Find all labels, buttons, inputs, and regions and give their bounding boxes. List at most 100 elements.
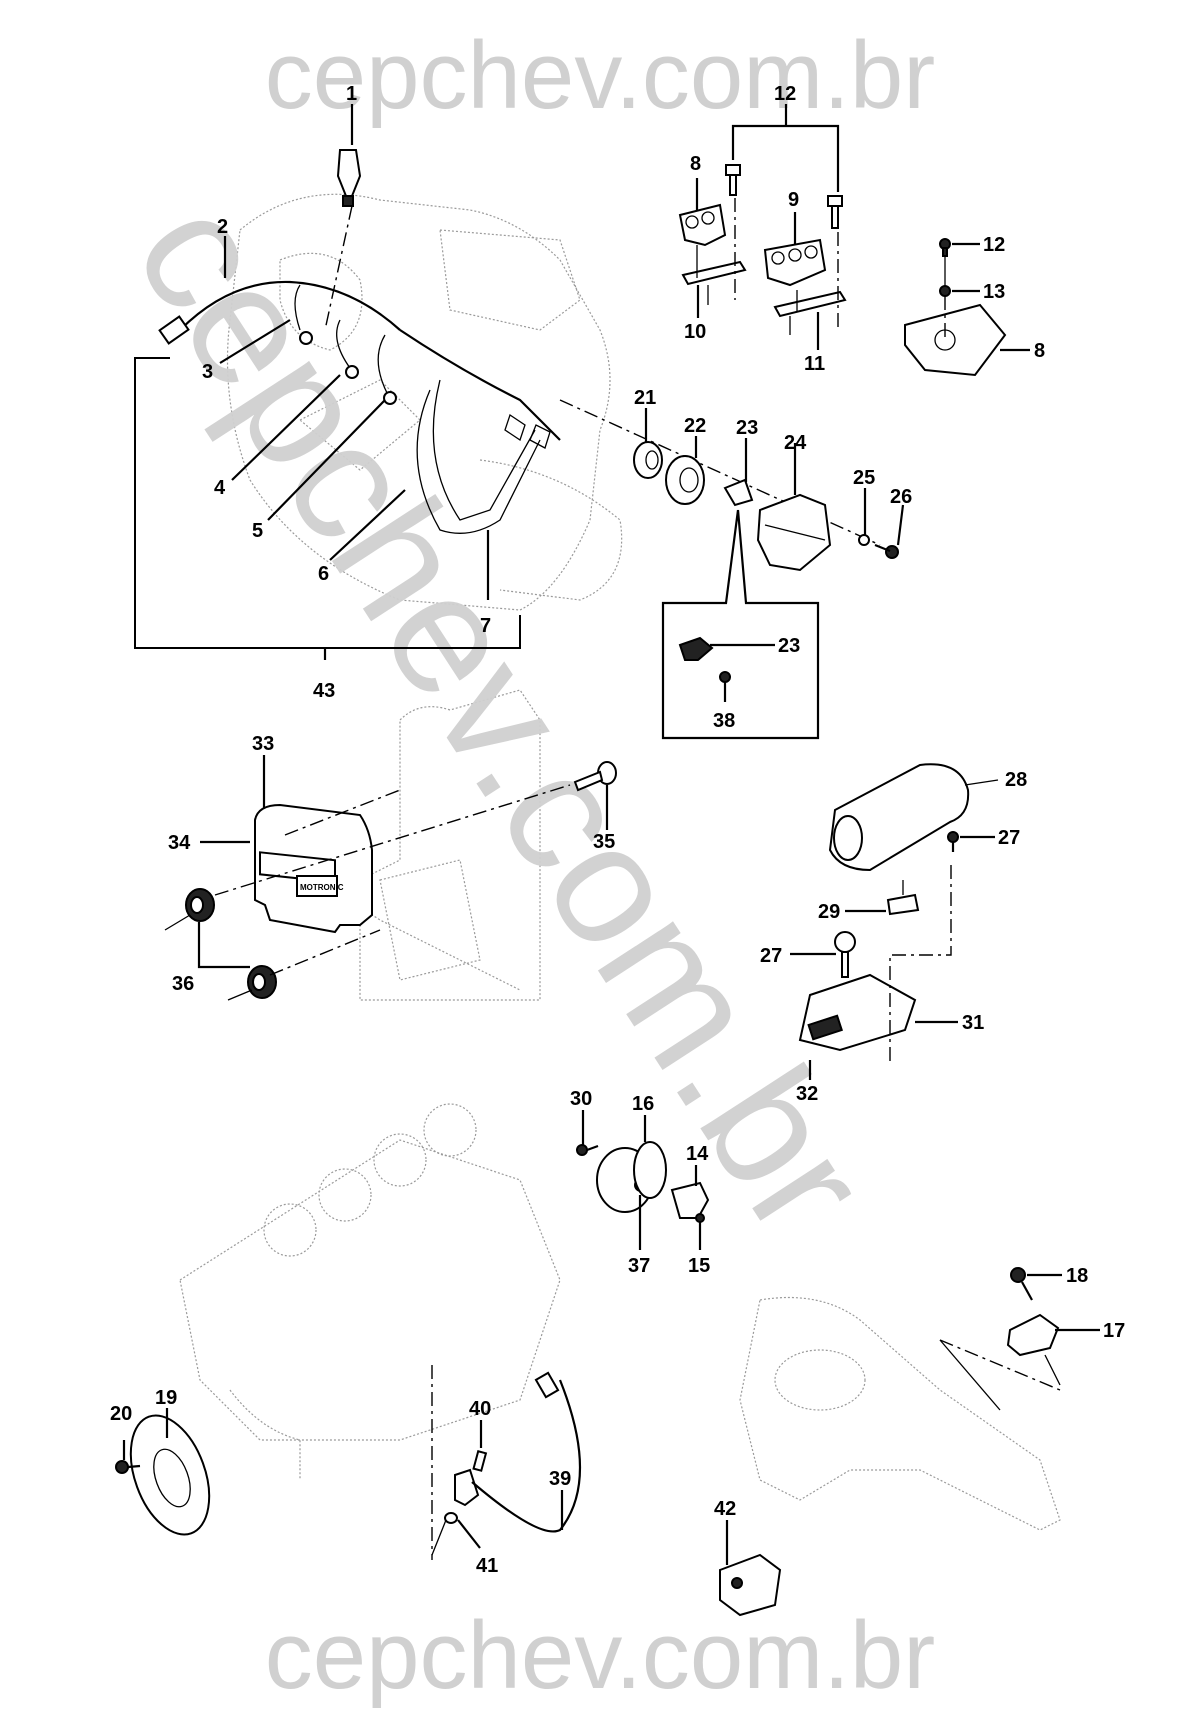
group-bracket-43 [134, 357, 521, 660]
callout-42[interactable]: 42 [714, 1498, 736, 1520]
callout-38[interactable]: 38 [713, 710, 735, 732]
stud-35-part[interactable] [573, 761, 617, 792]
bracket-31-part[interactable] [798, 973, 917, 1052]
callout-12-right[interactable]: 12 [983, 234, 1005, 256]
callout-5[interactable]: 5 [252, 520, 263, 542]
callout-17[interactable]: 17 [1103, 1320, 1125, 1342]
callout-22[interactable]: 22 [684, 415, 706, 437]
callout-18[interactable]: 18 [1066, 1265, 1088, 1287]
rotor-detail-inset [678, 636, 775, 702]
screw-30-part[interactable] [576, 1144, 599, 1156]
callout-19[interactable]: 19 [155, 1387, 177, 1409]
distributor-24-part[interactable] [756, 493, 832, 572]
callout-8-right[interactable]: 8 [1034, 340, 1045, 362]
callout-3[interactable]: 3 [202, 361, 213, 383]
callout-40[interactable]: 40 [469, 1398, 491, 1420]
callout-7[interactable]: 7 [480, 615, 491, 637]
clip-29-part[interactable] [886, 893, 920, 916]
callout-35[interactable]: 35 [593, 831, 615, 853]
callout-leaders-top-left [219, 104, 490, 600]
callout-15[interactable]: 15 [688, 1255, 710, 1277]
plate-10-part[interactable] [681, 260, 747, 286]
sensor-17-part[interactable] [1006, 1313, 1060, 1357]
connector-42-part[interactable] [719, 1553, 782, 1617]
callout-6[interactable]: 6 [318, 563, 329, 585]
callout-2[interactable]: 2 [217, 216, 228, 238]
callout-27-upper[interactable]: 27 [998, 827, 1020, 849]
wire-holder-9-part[interactable] [763, 238, 827, 287]
bolt-12-left-part[interactable] [725, 164, 741, 196]
callout-29[interactable]: 29 [818, 901, 840, 923]
callout-43[interactable]: 43 [313, 680, 335, 702]
callout-11[interactable]: 11 [804, 353, 825, 375]
callout-34[interactable]: 34 [168, 832, 191, 854]
bracket-8-part[interactable] [904, 303, 1007, 377]
engine-background-top [226, 193, 623, 611]
callout-leaders-knock [939, 1273, 1100, 1411]
plate-11-part[interactable] [773, 290, 847, 318]
screw-40-part[interactable] [472, 1450, 488, 1472]
rotor-23-part[interactable] [723, 478, 754, 507]
callout-23-inset[interactable]: 23 [778, 635, 800, 657]
callout-13[interactable]: 13 [983, 281, 1005, 303]
callout-1[interactable]: 1 [346, 83, 357, 105]
reluctor-wheel-19-part[interactable] [116, 1405, 224, 1545]
spark-plug-part[interactable] [336, 149, 362, 207]
watermark-bottom: cepchev.com.br [265, 1602, 936, 1709]
callout-21[interactable]: 21 [634, 387, 656, 409]
crank-sensor-39-part[interactable] [454, 1371, 581, 1533]
callout-leaders-bottom [122, 1365, 729, 1565]
callout-10[interactable]: 10 [684, 321, 706, 343]
screw-15-part[interactable] [695, 1213, 705, 1223]
callout-37[interactable]: 37 [628, 1255, 650, 1277]
coil-28-part[interactable] [828, 763, 970, 872]
callout-32[interactable]: 32 [796, 1083, 818, 1105]
nut-36-lower-part[interactable] [247, 965, 277, 999]
callout-4[interactable]: 4 [214, 477, 226, 499]
nut-36-upper-part[interactable] [185, 888, 215, 922]
callout-28[interactable]: 28 [1005, 769, 1027, 791]
bolt-12-small-part[interactable] [939, 238, 951, 257]
callout-26[interactable]: 26 [890, 486, 912, 508]
cap-22-part[interactable] [665, 455, 705, 505]
distributor-axis-line [559, 399, 881, 546]
bolt-18-part[interactable] [1010, 1267, 1033, 1301]
gasket-16-part[interactable] [633, 1141, 667, 1199]
callout-27-lower[interactable]: 27 [760, 945, 782, 967]
o-ring-41-part[interactable] [444, 1512, 458, 1524]
callout-leaders-top-right [695, 104, 1030, 352]
watermark-diagonal: cepchev.com.br [99, 167, 905, 1266]
callout-36[interactable]: 36 [172, 973, 194, 995]
callout-24[interactable]: 24 [784, 432, 807, 454]
screw-27-upper-part[interactable] [947, 831, 959, 852]
callout-12-top[interactable]: 12 [774, 83, 796, 105]
washer-13-part[interactable] [939, 285, 951, 297]
bolt-26-part[interactable] [874, 543, 899, 559]
sensor-14-part[interactable] [670, 1181, 710, 1219]
callout-39[interactable]: 39 [549, 1468, 571, 1490]
callout-leaders-coil [790, 779, 999, 1080]
bolt-20-part[interactable] [115, 1460, 141, 1474]
callout-20[interactable]: 20 [110, 1403, 132, 1425]
ignition-wire-set[interactable] [158, 280, 561, 534]
engine-block-background [179, 1103, 561, 1480]
callout-30[interactable]: 30 [570, 1088, 592, 1110]
seal-21-part[interactable] [633, 441, 663, 479]
callout-16[interactable]: 16 [632, 1093, 654, 1115]
wire-holder-8-part[interactable] [678, 203, 727, 247]
callout-31[interactable]: 31 [962, 1012, 984, 1034]
watermark-top: cepchev.com.br [265, 22, 936, 129]
callout-14[interactable]: 14 [686, 1143, 709, 1165]
washer-25-part[interactable] [858, 534, 870, 546]
ecu-brand-label: MOTRONIC [300, 883, 344, 892]
callout-33[interactable]: 33 [252, 733, 274, 755]
callout-23-top[interactable]: 23 [736, 417, 758, 439]
callout-25[interactable]: 25 [853, 467, 875, 489]
bolt-12-right-part[interactable] [827, 195, 843, 229]
callout-41[interactable]: 41 [476, 1555, 498, 1577]
callout-9[interactable]: 9 [788, 189, 799, 211]
callout-8-top[interactable]: 8 [690, 153, 701, 175]
callout-leaders-ecu [164, 755, 609, 1001]
screw-27-lower-part[interactable] [834, 931, 856, 978]
